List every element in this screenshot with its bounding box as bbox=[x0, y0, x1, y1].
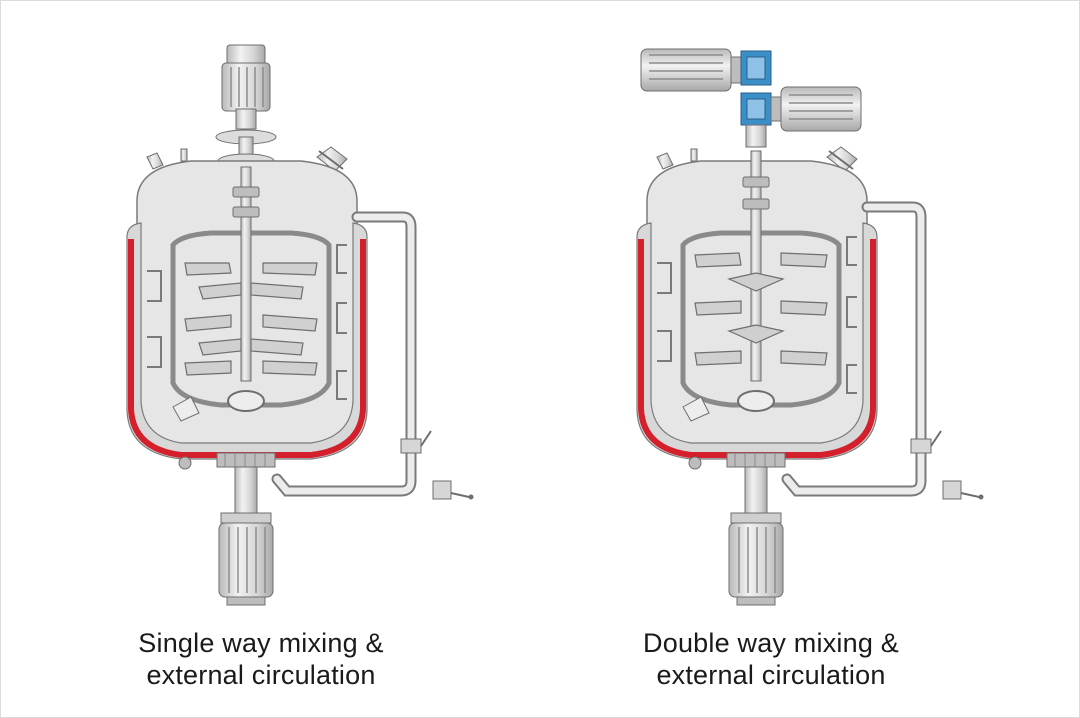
mixing-paddles bbox=[694, 252, 828, 366]
baffle-brackets bbox=[657, 236, 857, 394]
turbine-blades bbox=[727, 272, 785, 344]
caption-line-1: Double way mixing & bbox=[643, 628, 899, 658]
scraper-frame bbox=[170, 230, 332, 408]
manhole-icon bbox=[682, 396, 710, 422]
circulation-pipe bbox=[781, 201, 927, 497]
mixing-paddles bbox=[184, 262, 318, 376]
dual-top-motors-icon bbox=[640, 48, 862, 148]
single-way-mixing-vessel bbox=[126, 44, 474, 606]
double-way-mixing-vessel bbox=[636, 48, 984, 606]
pipe-valve-icon bbox=[910, 430, 984, 500]
scraper-frame bbox=[680, 230, 842, 408]
bottom-outlet bbox=[737, 390, 775, 412]
bottom-outlet bbox=[227, 390, 265, 412]
agitator-shaft bbox=[742, 150, 770, 382]
bottom-motor-icon bbox=[178, 452, 276, 606]
caption-single-way: Single way mixing & external circulation bbox=[51, 627, 471, 691]
agitator-shaft bbox=[232, 166, 260, 382]
circulation-pipe bbox=[271, 211, 417, 497]
caption-line-1: Single way mixing & bbox=[138, 628, 384, 658]
caption-line-2: external circulation bbox=[146, 660, 376, 690]
pipe-valve-icon bbox=[400, 430, 474, 500]
baffle-brackets bbox=[147, 244, 347, 400]
caption-double-way: Double way mixing & external circulation bbox=[561, 627, 981, 691]
lid-nozzle-icon bbox=[656, 146, 858, 172]
top-motor-icon bbox=[215, 44, 277, 169]
bottom-motor-icon bbox=[688, 452, 786, 606]
caption-line-2: external circulation bbox=[656, 660, 886, 690]
manhole-icon bbox=[172, 396, 200, 422]
